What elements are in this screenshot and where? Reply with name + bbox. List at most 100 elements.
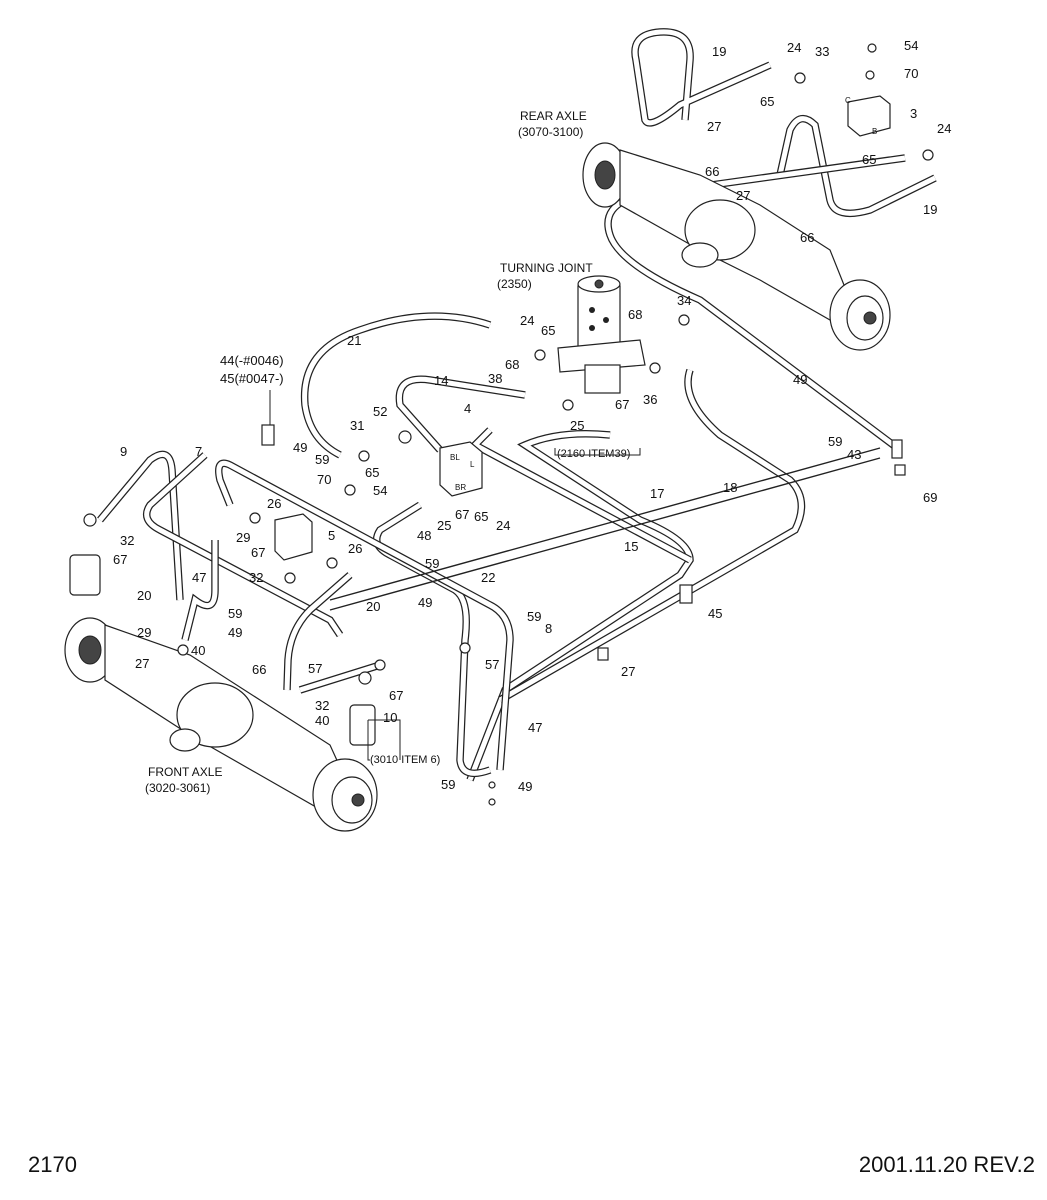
callout: 47 <box>192 570 206 585</box>
callout: 27 <box>736 188 750 203</box>
callout: 40 <box>191 643 205 658</box>
svg-text:L: L <box>470 460 475 469</box>
callout: 19 <box>712 44 726 59</box>
svg-text:B: B <box>872 127 877 136</box>
callout: 67 <box>455 507 469 522</box>
callout: 22 <box>481 570 495 585</box>
callout: 24 <box>937 121 951 136</box>
callout: 26 <box>267 496 281 511</box>
callout: 49 <box>293 440 307 455</box>
callout: 8 <box>545 621 552 636</box>
callout: 59 <box>527 609 541 624</box>
pipe-9 <box>97 450 184 601</box>
callout: 66 <box>705 164 719 179</box>
turning-joint-ref: (2350) <box>497 277 532 291</box>
front-axle <box>64 617 378 832</box>
front-axle-title: FRONT AXLE <box>148 765 222 779</box>
callout: 10 <box>383 710 397 725</box>
callout: 33 <box>815 44 829 59</box>
callout: 57 <box>308 661 322 676</box>
callout: 69 <box>923 490 937 505</box>
callout: 65 <box>541 323 555 338</box>
pipe-17 <box>468 427 692 564</box>
callout: 24 <box>520 313 534 328</box>
callout: 49 <box>228 625 242 640</box>
svg-text:BL: BL <box>450 453 460 462</box>
callout: 70 <box>317 472 331 487</box>
cylinder-front <box>69 554 376 746</box>
valve-block-4: BL L BR <box>439 441 483 497</box>
callout: 9 <box>120 444 127 459</box>
turning-joint-title: TURNING JOINT <box>500 261 593 275</box>
callout: 57 <box>485 657 499 672</box>
callout: 25 <box>437 518 451 533</box>
callout: 67 <box>113 552 127 567</box>
callout: 18 <box>723 480 737 495</box>
callout: 14 <box>434 373 448 388</box>
callout: 67 <box>251 545 265 560</box>
pipe-8 <box>372 501 492 778</box>
callout: 29 <box>137 625 151 640</box>
svg-text:C: C <box>845 96 851 105</box>
revision-date: 2001.11.20 REV.2 <box>858 1152 1035 1177</box>
callout: 59 <box>315 452 329 467</box>
rear-axle <box>582 142 891 351</box>
frame-rail <box>329 447 881 611</box>
callout: 47 <box>528 720 542 735</box>
hose-27-front <box>298 661 382 694</box>
callout: 20 <box>366 599 380 614</box>
callout: 65 <box>365 465 379 480</box>
callout: 5 <box>328 528 335 543</box>
callout: 66 <box>252 662 266 677</box>
callout: 27 <box>135 656 149 671</box>
callout: 70 <box>904 66 918 81</box>
hose-19-lower <box>776 114 937 218</box>
callout: 59 <box>828 434 842 449</box>
callout: 26 <box>348 541 362 556</box>
callout: 49 <box>518 779 532 794</box>
callout: 25 <box>570 418 584 433</box>
pipe-10 <box>215 459 514 771</box>
rear-axle-ref: (3070-3100) <box>518 125 583 139</box>
callout: 43 <box>847 447 861 462</box>
callout: 48 <box>417 528 431 543</box>
ref-3010: (3010 ITEM 6) <box>370 754 440 766</box>
callout: 45 <box>708 606 722 621</box>
callout: 52 <box>373 404 387 419</box>
pipe-7 <box>142 452 344 638</box>
rear-axle-title: REAR AXLE <box>520 109 587 123</box>
callout: 29 <box>236 530 250 545</box>
pipe-14 <box>395 375 526 453</box>
turning-joint <box>557 275 646 394</box>
pipe-15 <box>498 368 806 704</box>
callout: 66 <box>800 230 814 245</box>
callout: 67 <box>389 688 403 703</box>
page-number: 2170 <box>28 1152 77 1177</box>
hose-19-upper <box>631 28 772 127</box>
callout: 4 <box>464 401 471 416</box>
callout: 54 <box>373 483 387 498</box>
callout: 17 <box>650 486 664 501</box>
callout: 24 <box>496 518 510 533</box>
hose-lines <box>97 28 937 782</box>
svg-text:BR: BR <box>455 483 466 492</box>
callout: 27 <box>621 664 635 679</box>
callout: 31 <box>350 418 364 433</box>
callout: 65 <box>474 509 488 524</box>
item-44-label: 44(-#0046) <box>220 353 284 368</box>
valve-block-5 <box>274 513 313 561</box>
callout: 32 <box>249 570 263 585</box>
callout: 34 <box>677 293 691 308</box>
callout: 59 <box>228 606 242 621</box>
ref-2160: (2160 ITEM39) <box>557 448 630 460</box>
callout: 32 <box>120 533 134 548</box>
callout: 40 <box>315 713 329 728</box>
callout: 3 <box>910 106 917 121</box>
callout: 65 <box>760 94 774 109</box>
callout: 7 <box>195 444 202 459</box>
assembly-titles: REAR AXLE (3070-3100) TURNING JOINT (235… <box>145 109 630 795</box>
hose-20-left <box>181 540 219 641</box>
callout: 49 <box>793 372 807 387</box>
callout: 49 <box>418 595 432 610</box>
